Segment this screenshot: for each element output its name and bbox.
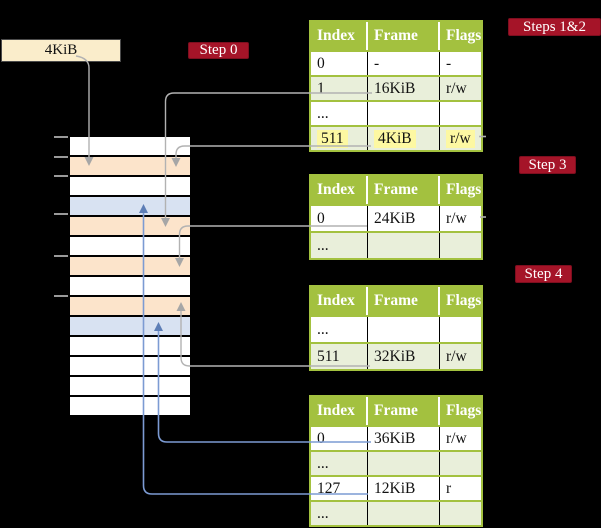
table-row: ... [311,315,481,342]
table-cell: 24KiB [368,206,440,231]
highlighted-value: 511 [317,129,348,148]
memory-frame-white [70,397,190,415]
column-header-flags: Flags [446,402,481,419]
table-cell: - [446,54,452,72]
step-label-step4: Step 4 [515,265,572,283]
table-cell: 32KiB [368,344,440,369]
memory-frame-peach [70,257,190,277]
memory-frame-peach [70,297,190,317]
address-tick [54,136,68,138]
highlighted-value: 4KiB [374,129,416,148]
column-header-flags: Flags [446,292,481,309]
step-label-steps12: Steps 1&2 [508,18,601,36]
address-tick [54,156,68,158]
column-header-flags: Flags [446,27,481,44]
memory-frame-blue [70,197,190,217]
memory-frame-white [70,377,190,397]
table-row: 0-- [311,50,481,75]
table-cell: ... [311,102,368,125]
table-cell [440,317,481,342]
table-cell: ... [311,317,368,342]
address-tick [54,175,68,177]
table-cell [440,102,481,125]
table-cell: 511 [311,344,368,369]
address-tick [54,213,68,215]
column-header-index: Index [311,287,368,315]
column-header-frame: Frame [368,176,440,204]
table-cell: r/w [446,79,467,97]
column-header-flags: Flags [446,181,481,198]
table-cell: 4KiB [368,127,440,150]
column-header-frame: Frame [368,397,440,425]
table-cell: 36KiB [368,427,440,450]
table-row: ... [311,500,481,525]
table-cell [368,233,440,258]
column-header-index: Index [311,22,368,50]
address-tick [54,295,68,297]
table-cell: 0 [311,52,368,75]
table-cell: r/w [446,429,467,447]
column-header-frame: Frame [368,287,440,315]
table-cell: - [368,52,440,75]
table-row: 511 4KiB r/w [311,125,481,150]
memory-frame-peach [70,157,190,177]
table-row: ... [311,100,481,125]
table-cell: r/w [446,209,467,227]
table-cell [368,452,440,475]
table-cell: 127 [311,477,368,500]
physical-memory-column [70,137,190,415]
table-cell [440,452,481,475]
table-cell: 16KiB [368,77,440,100]
memory-frame-white [70,277,190,297]
table-cell [440,233,481,258]
step-label-step0: Step 0 [188,42,249,59]
table-cell: r/w [446,347,467,365]
table-cell: 12KiB [368,477,440,500]
memory-frame-white [70,237,190,257]
memory-frame-peach [70,217,190,237]
table-cell [368,102,440,125]
table-cell: 511 [311,127,368,150]
memory-frame-white [70,337,190,357]
table-cell: ... [311,233,368,258]
step-label-step3: Step 3 [519,156,576,174]
table-cell: ... [311,452,368,475]
table-cell: 0 [311,427,368,450]
column-header-frame: Frame [368,22,440,50]
table-cell: 0 [311,206,368,231]
address-tick [54,255,68,257]
table-cell: r/w [440,127,481,150]
table-cell: r [446,479,452,497]
memory-frame-blue [70,317,190,337]
page-size-box: 4KiB [1,39,121,62]
table-cell: ... [311,502,368,525]
highlighted-value: r/w [446,129,475,148]
table-cell [368,502,440,525]
page-size-label: 4KiB [44,42,78,58]
memory-frame-white [70,357,190,377]
memory-frame-white [70,177,190,197]
table-cell: 1 [311,77,368,100]
memory-frame-white [70,137,190,157]
column-header-index: Index [311,176,368,204]
table-row: ... [311,231,481,258]
table-row: ... [311,450,481,475]
column-header-index: Index [311,397,368,425]
table-cell [368,317,440,342]
table-cell [440,502,481,525]
